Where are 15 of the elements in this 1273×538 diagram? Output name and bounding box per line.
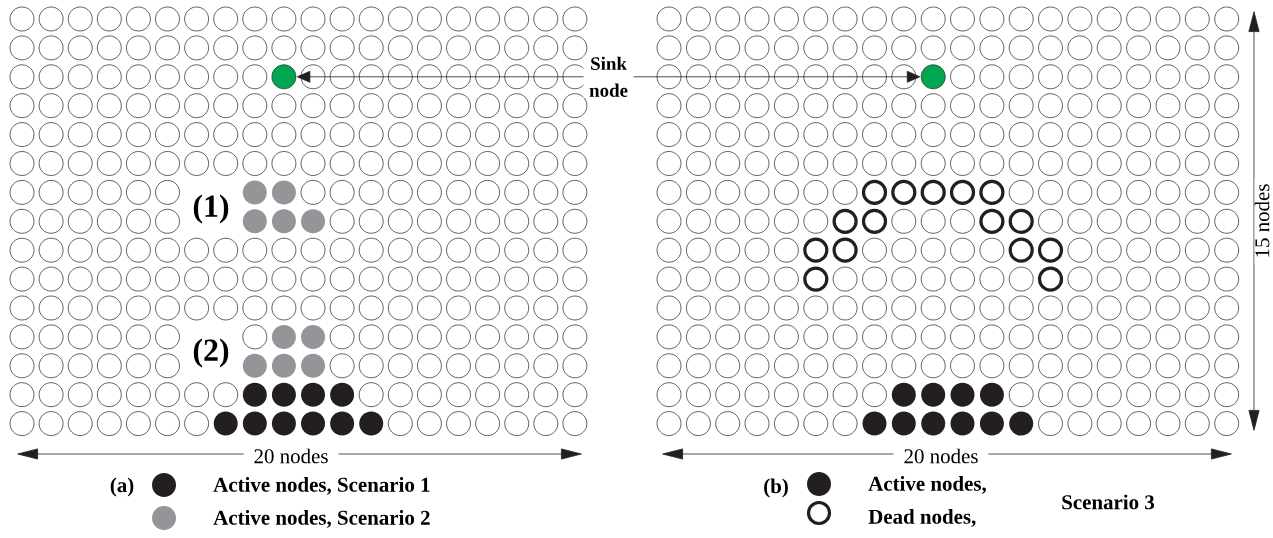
- legend-text: Scenario 3: [1062, 494, 1155, 510]
- dimension-label: 20 nodes: [243, 448, 339, 464]
- double-arrow: [296, 70, 921, 83]
- sink-node: [920, 64, 946, 90]
- edge-label: Sink node: [583, 55, 634, 98]
- section-label: (2): [193, 338, 229, 368]
- legend-text: Active nodes,: [868, 476, 986, 494]
- legend-text: Active nodes, Scenario 1: [213, 477, 430, 495]
- dimension-label: 20 nodes: [893, 448, 989, 464]
- sink-node: [271, 64, 297, 90]
- legend-text: Dead nodes,: [868, 509, 976, 527]
- panel-label: (b): [764, 478, 788, 498]
- section-label: (1): [193, 194, 229, 224]
- panel-label: (a): [110, 477, 134, 497]
- legend-text: Active nodes, Scenario 2: [213, 510, 430, 528]
